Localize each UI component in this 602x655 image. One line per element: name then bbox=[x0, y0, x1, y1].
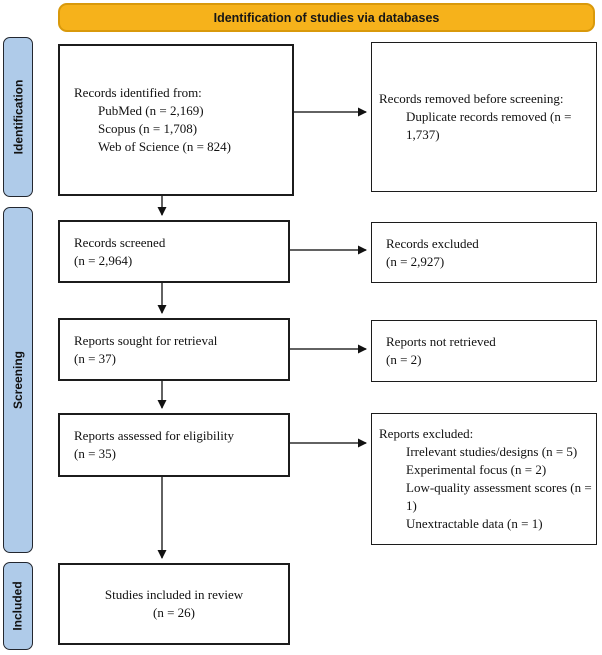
stage-included: Included bbox=[3, 562, 33, 650]
records-removed-title: Records removed before screening: bbox=[379, 91, 564, 107]
studies-included-line2: (n = 26) bbox=[153, 605, 195, 620]
stage-identification: Identification bbox=[3, 37, 33, 197]
reports-excluded-item: Experimental focus (n = 2) bbox=[406, 462, 547, 478]
reports-excluded-item: Low-quality assessment scores (n = 1) bbox=[406, 480, 592, 513]
stage-screening-label: Screening bbox=[11, 350, 25, 410]
records-screened-line1: Records screened bbox=[74, 234, 166, 250]
reports-excluded-item: Irrelevant studies/designs (n = 5) bbox=[406, 444, 578, 460]
box-records-identified: Records identified from: PubMed (n = 2,1… bbox=[58, 44, 294, 196]
box-records-screened: Records screened (n = 2,964) bbox=[58, 220, 290, 283]
records-excluded-line1: Records excluded bbox=[386, 235, 479, 251]
records-excluded-line2: (n = 2,927) bbox=[386, 253, 445, 269]
reports-sought-line1: Reports sought for retrieval bbox=[74, 332, 218, 348]
box-records-excluded: Records excluded (n = 2,927) bbox=[371, 222, 597, 283]
box-reports-sought: Reports sought for retrieval (n = 37) bbox=[58, 318, 290, 381]
box-reports-assessed: Reports assessed for eligibility (n = 35… bbox=[58, 413, 290, 477]
banner-label: Identification of studies via databases bbox=[213, 10, 440, 25]
box-records-identified-title: Records identified from: bbox=[74, 85, 202, 101]
stage-included-label: Included bbox=[11, 581, 25, 631]
studies-included-line1: Studies included in review bbox=[104, 587, 244, 603]
stage-identification-label: Identification bbox=[11, 79, 26, 155]
reports-excluded-title: Reports excluded: bbox=[379, 426, 474, 442]
reports-excluded-item: Unextractable data (n = 1) bbox=[406, 515, 543, 531]
reports-not-retrieved-line2: (n = 2) bbox=[386, 352, 422, 367]
reports-sought-line2: (n = 37) bbox=[74, 350, 116, 366]
box-records-removed: Records removed before screening: Duplic… bbox=[371, 42, 597, 192]
reports-assessed-line1: Reports assessed for eligibility bbox=[74, 428, 234, 444]
records-screened-line2: (n = 2,964) bbox=[74, 252, 133, 268]
box-reports-excluded: Reports excluded: Irrelevant studies/des… bbox=[371, 413, 597, 545]
records-identified-item: PubMed (n = 2,169) bbox=[98, 103, 204, 119]
stage-screening: Screening bbox=[3, 207, 33, 553]
records-identified-item: Web of Science (n = 824) bbox=[98, 138, 231, 154]
reports-assessed-line2: (n = 35) bbox=[74, 446, 116, 461]
reports-not-retrieved-line1: Reports not retrieved bbox=[386, 334, 496, 350]
records-identified-item: Scopus (n = 1,708) bbox=[98, 121, 198, 136]
box-studies-included: Studies included in review (n = 26) bbox=[58, 563, 290, 645]
box-reports-not-retrieved: Reports not retrieved (n = 2) bbox=[371, 320, 597, 382]
records-removed-item: Duplicate records removed (n = 1,737) bbox=[406, 109, 572, 142]
banner-identification-via-databases: Identification of studies via databases bbox=[58, 3, 595, 32]
